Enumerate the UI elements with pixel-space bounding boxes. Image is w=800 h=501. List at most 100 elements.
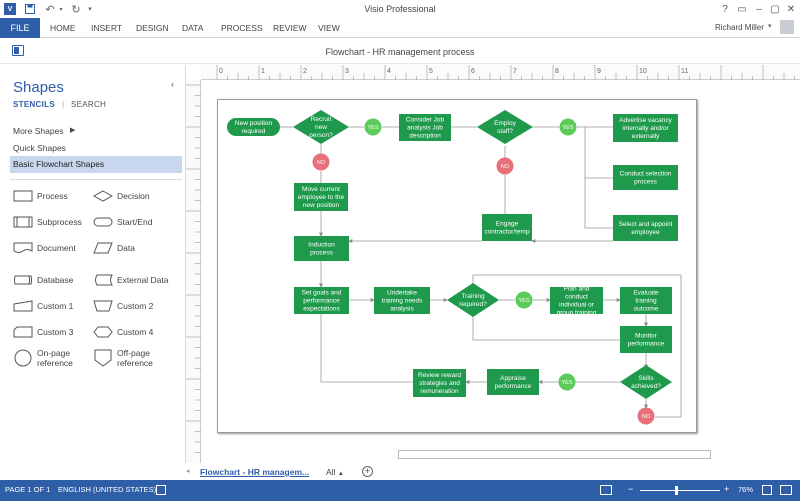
scroll-left-icon[interactable]: ◂ bbox=[186, 468, 190, 475]
ruler-label: 4 bbox=[387, 68, 391, 75]
shape-document[interactable]: Document bbox=[13, 242, 76, 254]
subprocess-shape-icon bbox=[13, 216, 33, 228]
shape-custom-4[interactable]: Custom 4 bbox=[93, 326, 153, 338]
process-shape-icon bbox=[13, 190, 33, 202]
horizontal-scrollbar[interactable] bbox=[398, 450, 711, 459]
data-shape-icon bbox=[93, 242, 113, 254]
caret-up-icon: ▲ bbox=[337, 471, 344, 477]
shape-label: Custom 3 bbox=[37, 327, 74, 337]
shape-custom-2[interactable]: Custom 2 bbox=[93, 300, 153, 312]
shape-label: Custom 4 bbox=[117, 327, 154, 337]
switch-windows-icon[interactable] bbox=[780, 485, 792, 495]
user-name[interactable]: Richard Miller bbox=[715, 23, 764, 32]
vertical-ruler bbox=[186, 80, 201, 463]
more-shapes-link[interactable]: More Shapes bbox=[13, 126, 64, 136]
tab-process[interactable]: PROCESS bbox=[221, 23, 263, 33]
page-indicator[interactable]: PAGE 1 OF 1 bbox=[5, 485, 51, 494]
help-icon[interactable]: ? bbox=[722, 3, 728, 15]
undo-icon[interactable]: ↶ bbox=[45, 3, 55, 16]
all-pages-label: All bbox=[326, 467, 336, 477]
presentation-mode-icon[interactable] bbox=[600, 485, 612, 495]
zoom-level[interactable]: 76% bbox=[738, 485, 754, 494]
shape-database[interactable]: Database bbox=[13, 274, 73, 286]
document-header: Flowchart - HR management process bbox=[0, 38, 800, 64]
node-set-goals-shape bbox=[294, 287, 349, 314]
customize-qat-icon[interactable]: ▾ bbox=[88, 6, 92, 13]
redo-icon[interactable]: ↻ bbox=[71, 3, 81, 16]
shape-data[interactable]: Data bbox=[93, 242, 135, 254]
add-page-button[interactable]: + bbox=[362, 466, 373, 477]
close-icon[interactable]: ✕ bbox=[786, 3, 796, 15]
fit-page-icon[interactable] bbox=[762, 485, 772, 495]
zoom-slider[interactable] bbox=[640, 490, 720, 491]
shape-subprocess[interactable]: Subprocess bbox=[13, 216, 82, 228]
shape-on-page-reference[interactable]: On-page reference bbox=[13, 348, 91, 368]
shape-decision[interactable]: Decision bbox=[93, 190, 150, 202]
ruler-label: 11 bbox=[681, 68, 688, 75]
ruler-label: 2 bbox=[303, 68, 307, 75]
node-induction-shape bbox=[294, 236, 349, 261]
ruler-label: 8 bbox=[555, 68, 559, 75]
shape-external-data[interactable]: External Data bbox=[93, 274, 169, 286]
node-conduct-selection-shape bbox=[613, 165, 678, 190]
zoom-in-button[interactable]: + bbox=[724, 484, 730, 494]
app-title: Visio Professional bbox=[364, 4, 436, 14]
avatar[interactable] bbox=[780, 20, 794, 34]
tab-review[interactable]: REVIEW bbox=[273, 23, 307, 33]
shape-custom-1[interactable]: Custom 1 bbox=[13, 300, 73, 312]
language-indicator[interactable]: ENGLISH (UNITED STATES) bbox=[58, 485, 157, 494]
stencil-basic-flowchart[interactable]: Basic Flowchart Shapes bbox=[10, 156, 182, 173]
minimize-icon[interactable]: – bbox=[756, 3, 762, 15]
tab-data[interactable]: DATA bbox=[182, 23, 204, 33]
zoom-slider-thumb[interactable] bbox=[675, 486, 678, 495]
tab-home[interactable]: HOME bbox=[50, 23, 76, 33]
tab-page-1[interactable]: Flowchart - HR managem... bbox=[200, 467, 310, 477]
visio-logo-icon: V bbox=[4, 3, 16, 15]
node-label: YES bbox=[562, 125, 573, 131]
tab-search[interactable]: SEARCH bbox=[71, 100, 107, 109]
all-pages-tab[interactable]: All ▲ bbox=[326, 467, 344, 477]
decision-shape-icon bbox=[93, 190, 113, 202]
account-dropdown-icon[interactable]: ▾ bbox=[768, 23, 772, 30]
save-icon[interactable] bbox=[24, 3, 36, 15]
node-yes-3-shape bbox=[515, 291, 533, 309]
shape-start-end[interactable]: Start/End bbox=[93, 216, 152, 228]
undo-dropdown-icon[interactable]: ▾ bbox=[59, 6, 63, 13]
shape-process[interactable]: Process bbox=[13, 190, 68, 202]
maximize-icon[interactable]: ▢ bbox=[770, 3, 780, 15]
tab-file[interactable]: FILE bbox=[0, 18, 40, 38]
quick-shapes-link[interactable]: Quick Shapes bbox=[13, 143, 66, 153]
macro-icon[interactable] bbox=[156, 485, 166, 495]
node-plan-conduct-shape bbox=[550, 287, 603, 314]
node-no-1: NO bbox=[312, 153, 330, 171]
node-undertake-shape bbox=[374, 287, 430, 314]
tab-stencils[interactable]: STENCILS bbox=[13, 100, 55, 109]
node-yes-2: YES bbox=[559, 118, 577, 136]
zoom-out-button[interactable]: − bbox=[628, 484, 634, 494]
custom-2-shape-icon bbox=[93, 300, 113, 312]
document-title: Flowchart - HR management process bbox=[325, 47, 475, 57]
tab-design[interactable]: DESIGN bbox=[136, 23, 169, 33]
ribbon-display-icon[interactable]: ▭ bbox=[737, 3, 747, 15]
collapse-panel-icon[interactable]: ‹ bbox=[171, 79, 174, 89]
node-employ-shape bbox=[477, 110, 533, 144]
document-icon[interactable] bbox=[12, 45, 24, 56]
shape-label: Data bbox=[117, 243, 135, 253]
shape-off-page-reference[interactable]: Off-page reference bbox=[93, 348, 173, 368]
shape-label: Process bbox=[37, 191, 68, 201]
shape-custom-3[interactable]: Custom 3 bbox=[13, 326, 73, 338]
tab-insert[interactable]: INSERT bbox=[91, 23, 123, 33]
node-no-2-shape bbox=[496, 157, 514, 175]
tab-view[interactable]: VIEW bbox=[318, 23, 340, 33]
chevron-right-icon[interactable]: ▶ bbox=[70, 127, 76, 134]
